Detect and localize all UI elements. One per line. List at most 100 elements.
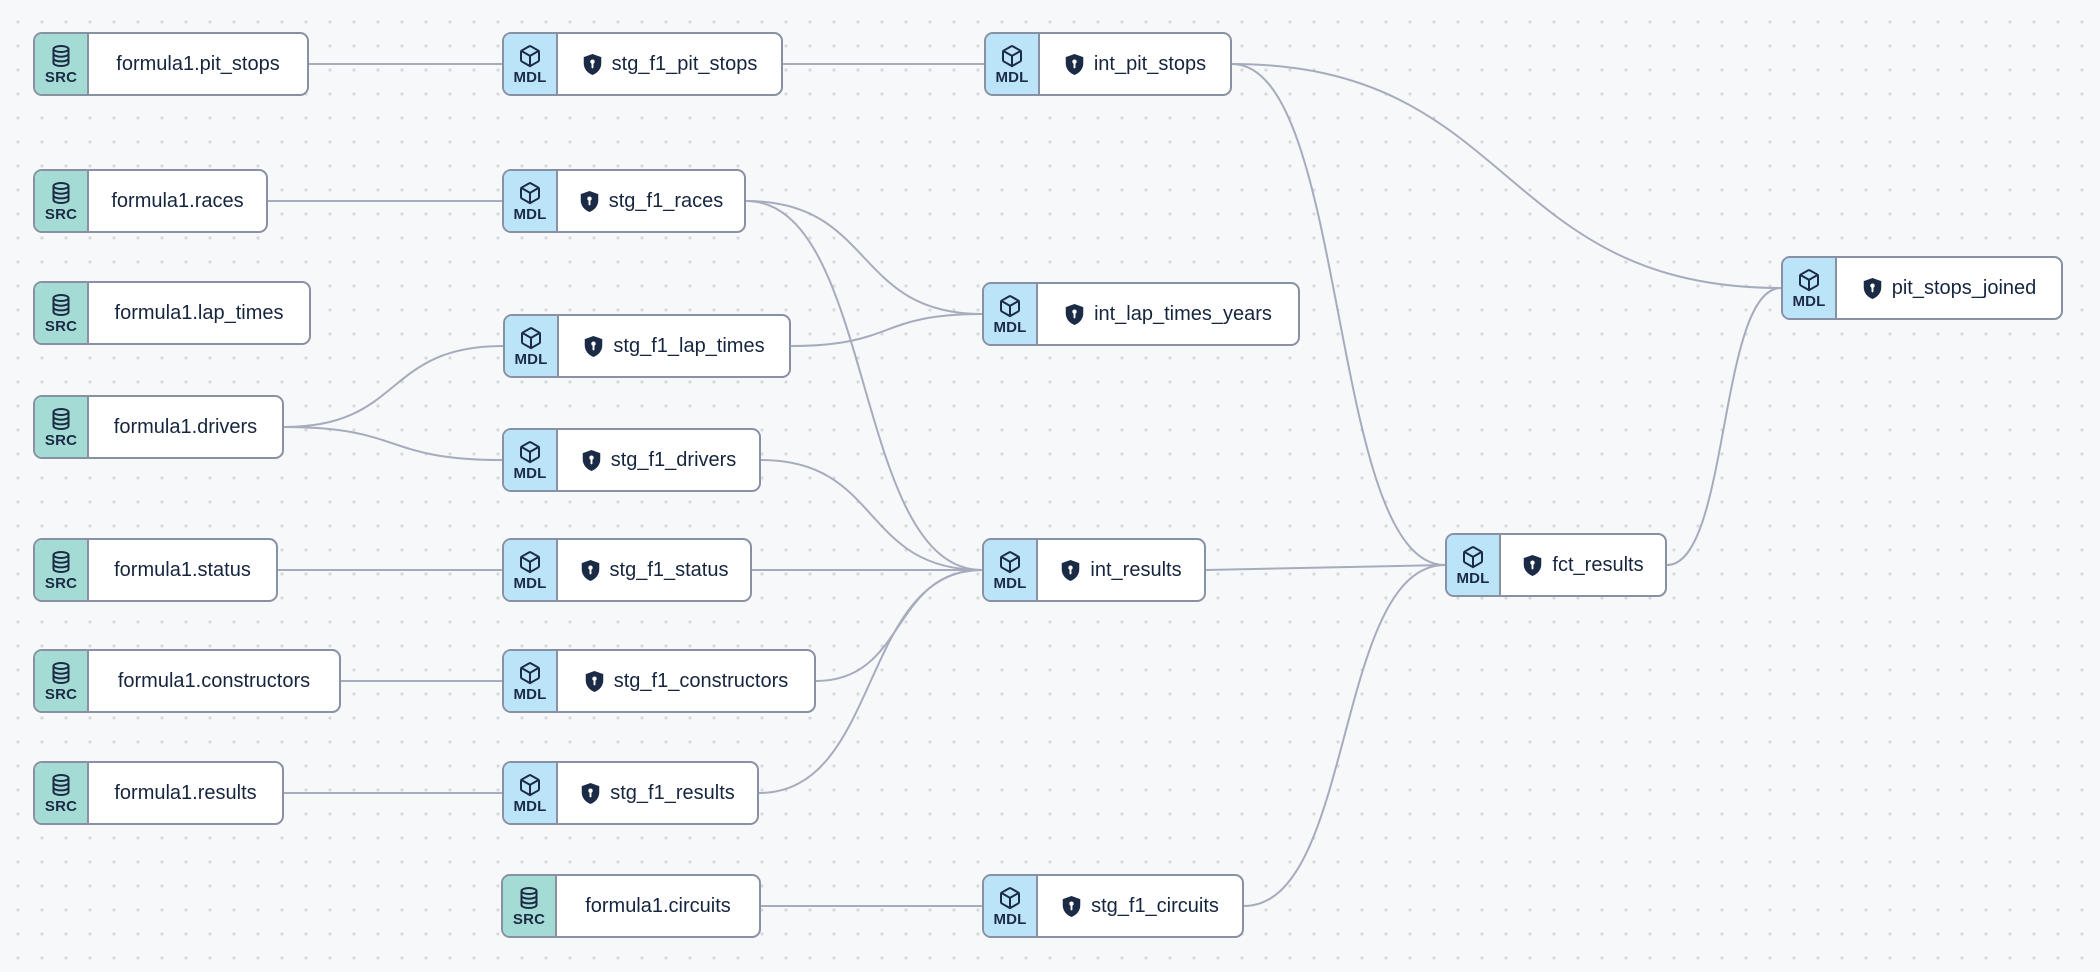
node-type-label: MDL (993, 910, 1027, 928)
node-type-badge: MDL (986, 34, 1040, 94)
node-type-badge: SRC (35, 540, 89, 600)
node-label-box: stg_f1_races (558, 171, 744, 231)
shield-icon (581, 449, 602, 472)
cube-icon (518, 550, 542, 574)
node-type-badge: MDL (1447, 535, 1501, 595)
node-label-box: formula1.circuits (557, 876, 759, 936)
node-label: formula1.lap_times (114, 301, 284, 324)
node-stg_f1_circuits[interactable]: MDL stg_f1_circuits (982, 874, 1244, 938)
node-label-box: formula1.constructors (89, 651, 339, 711)
shield-icon (580, 782, 601, 805)
shield-icon (582, 53, 603, 76)
cube-icon (518, 181, 542, 205)
node-type-label: MDL (514, 350, 548, 368)
node-label-box: formula1.results (89, 763, 282, 823)
node-type-label: SRC (512, 910, 546, 928)
node-stg_f1_drivers[interactable]: MDL stg_f1_drivers (502, 428, 761, 492)
node-label-box: int_pit_stops (1040, 34, 1230, 94)
node-label-box: formula1.drivers (89, 397, 282, 457)
edge-stg_f1_races-to-int_lap_times_years (745, 200, 983, 315)
node-label-box: formula1.races (89, 171, 266, 231)
node-int_pit_stops[interactable]: MDL int_pit_stops (984, 32, 1232, 96)
node-type-badge: SRC (35, 34, 89, 94)
node-type-label: SRC (44, 431, 78, 449)
node-label-box: stg_f1_pit_stops (558, 34, 781, 94)
node-label: stg_f1_results (610, 781, 735, 804)
node-stg_f1_lap_times[interactable]: MDL stg_f1_lap_times (503, 314, 791, 378)
node-formula1.circuits[interactable]: SRC formula1.circuits (501, 874, 761, 938)
node-label: formula1.constructors (117, 669, 311, 692)
database-icon (49, 550, 73, 574)
node-label: stg_f1_circuits (1091, 894, 1219, 917)
node-label: formula1.circuits (585, 894, 731, 917)
node-formula1.races[interactable]: SRC formula1.races (33, 169, 268, 233)
cube-icon (998, 886, 1022, 910)
database-icon (517, 886, 541, 910)
database-icon (49, 44, 73, 68)
node-type-badge: SRC (503, 876, 557, 936)
node-label-box: stg_f1_circuits (1038, 876, 1242, 936)
node-label-box: int_lap_times_years (1038, 284, 1298, 344)
node-type-badge: SRC (35, 397, 89, 457)
node-label: fct_results (1552, 553, 1644, 576)
node-stg_f1_pit_stops[interactable]: MDL stg_f1_pit_stops (502, 32, 783, 96)
edge-stg_f1_races-to-int_results (745, 200, 983, 571)
shield-icon (584, 670, 605, 693)
node-type-label: SRC (44, 685, 78, 703)
shield-icon (1064, 303, 1085, 326)
node-type-label: MDL (513, 464, 547, 482)
node-type-label: MDL (513, 574, 547, 592)
cube-icon (1000, 44, 1024, 68)
node-type-label: MDL (513, 68, 547, 86)
node-label: stg_f1_drivers (610, 448, 737, 471)
node-label: stg_f1_races (608, 189, 724, 212)
node-int_lap_times_years[interactable]: MDL int_lap_times_years (982, 282, 1300, 346)
cube-icon (518, 773, 542, 797)
node-label: stg_f1_lap_times (613, 334, 765, 357)
node-stg_f1_races[interactable]: MDL stg_f1_races (502, 169, 746, 233)
node-stg_f1_status[interactable]: MDL stg_f1_status (502, 538, 752, 602)
node-type-label: SRC (44, 205, 78, 223)
cube-icon (518, 44, 542, 68)
node-label: formula1.pit_stops (116, 52, 280, 75)
cube-icon (519, 326, 543, 350)
node-type-badge: MDL (504, 171, 558, 231)
shield-icon (579, 190, 600, 213)
shield-icon (1862, 277, 1883, 300)
node-label: stg_f1_pit_stops (611, 52, 758, 75)
node-type-badge: MDL (504, 34, 558, 94)
node-type-label: MDL (513, 685, 547, 703)
shield-icon (1061, 895, 1082, 918)
cube-icon (998, 550, 1022, 574)
node-label-box: stg_f1_drivers (558, 430, 759, 490)
node-type-badge: SRC (35, 651, 89, 711)
cube-icon (518, 661, 542, 685)
edge-int_pit_stops-to-pit_stops_joined (1231, 63, 1782, 289)
edge-stg_f1_results-to-int_results (758, 569, 983, 794)
node-type-label: MDL (993, 318, 1027, 336)
node-label-box: stg_f1_results (558, 763, 757, 823)
cube-icon (1797, 268, 1821, 292)
node-fct_results[interactable]: MDL fct_results (1445, 533, 1667, 597)
node-type-label: SRC (44, 574, 78, 592)
node-label: stg_f1_status (609, 558, 729, 581)
database-icon (49, 293, 73, 317)
node-formula1.pit_stops[interactable]: SRC formula1.pit_stops (33, 32, 309, 96)
node-formula1.constructors[interactable]: SRC formula1.constructors (33, 649, 341, 713)
node-label: formula1.results (114, 781, 257, 804)
database-icon (49, 407, 73, 431)
node-type-badge: MDL (505, 316, 559, 376)
edge-stg_f1_drivers-to-int_results (760, 459, 983, 571)
node-type-badge: SRC (35, 171, 89, 231)
node-label: int_pit_stops (1093, 52, 1207, 75)
node-formula1.drivers[interactable]: SRC formula1.drivers (33, 395, 284, 459)
